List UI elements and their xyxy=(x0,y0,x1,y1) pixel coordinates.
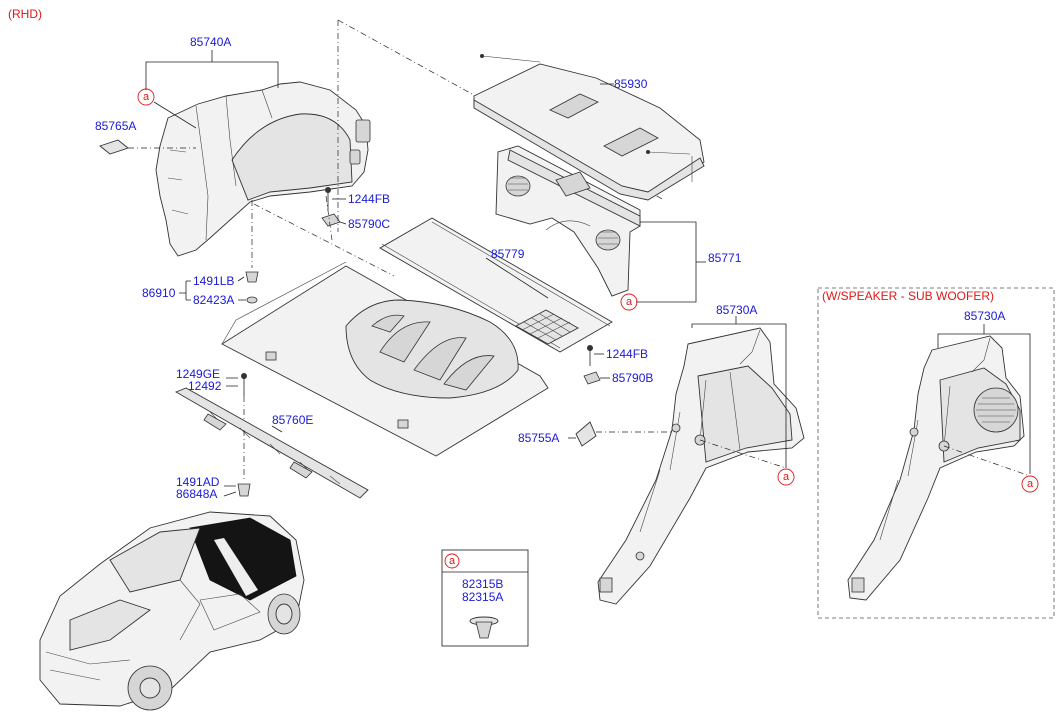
label-85930: 85930 xyxy=(614,77,648,91)
callout-a-text: a xyxy=(449,555,456,567)
callout-a-detail-box: a 82315B 82315A xyxy=(441,549,529,647)
clip-1491AD xyxy=(237,430,251,497)
transverse-trim-85760E xyxy=(174,387,369,499)
label-85790B: 85790B xyxy=(612,371,653,385)
nut-85790C xyxy=(321,195,347,241)
rhd-label: (RHD) xyxy=(8,7,42,21)
label-85790C: 85790C xyxy=(348,217,390,231)
label-1244FB-left: 1244FB xyxy=(348,192,390,206)
label-82315B: 82315B xyxy=(462,577,503,591)
clip-82315 xyxy=(469,616,499,639)
bracket-85755A xyxy=(568,421,676,447)
label-1491LB: 1491LB xyxy=(193,274,234,288)
option-box xyxy=(817,287,1055,619)
callout-a-text: a xyxy=(1027,478,1034,490)
label-86910: 86910 xyxy=(142,286,176,300)
callout-a-circle xyxy=(1021,475,1039,493)
clip-85765A xyxy=(99,139,196,155)
label-82423A: 82423A xyxy=(193,293,234,307)
luggage-net-85779 xyxy=(379,217,613,353)
fastener-1491LB xyxy=(245,200,259,283)
label-82315A: 82315A xyxy=(462,590,503,604)
callout-a-text: a xyxy=(626,296,633,308)
label-12492: 12492 xyxy=(188,379,222,393)
callout-a-circle xyxy=(777,468,795,486)
quarter-trim-left-85740A xyxy=(155,81,371,257)
callout-a-circle xyxy=(620,293,638,311)
label-85779: 85779 xyxy=(491,247,525,261)
label-1249GE: 1249GE xyxy=(176,367,220,381)
car-illustration xyxy=(39,511,305,711)
label-85730A: 85730A xyxy=(716,303,757,317)
washer-82423A xyxy=(246,296,258,304)
callout-a-circle xyxy=(137,88,155,106)
rear-transverse-trim-85771 xyxy=(495,145,641,297)
quarter-trim-right-85730A xyxy=(597,327,805,605)
option-box-title: (W/SPEAKER - SUB WOOFER) xyxy=(822,289,994,303)
label-85771: 85771 xyxy=(708,251,742,265)
callout-a-text: a xyxy=(783,471,790,483)
screw-1244FB-left xyxy=(325,187,346,210)
label-1244FB-right: 1244FB xyxy=(606,347,648,361)
quarter-trim-subwoofer-85730A xyxy=(847,335,1025,601)
luggage-floor-mat xyxy=(221,261,549,457)
screw-1244FB-right xyxy=(587,345,604,366)
label-1491AD: 1491AD xyxy=(176,475,220,489)
label-85765A: 85765A xyxy=(95,119,136,133)
label-85755A: 85755A xyxy=(518,431,559,445)
label-86848A: 86848A xyxy=(176,487,217,501)
label-85760E: 85760E xyxy=(272,413,313,427)
nut-85790B xyxy=(583,371,610,385)
callout-a-text: a xyxy=(143,91,150,103)
package-tray-85930 xyxy=(473,54,705,201)
label-85730A-option: 85730A xyxy=(964,309,1005,323)
label-85740A: 85740A xyxy=(190,35,231,49)
